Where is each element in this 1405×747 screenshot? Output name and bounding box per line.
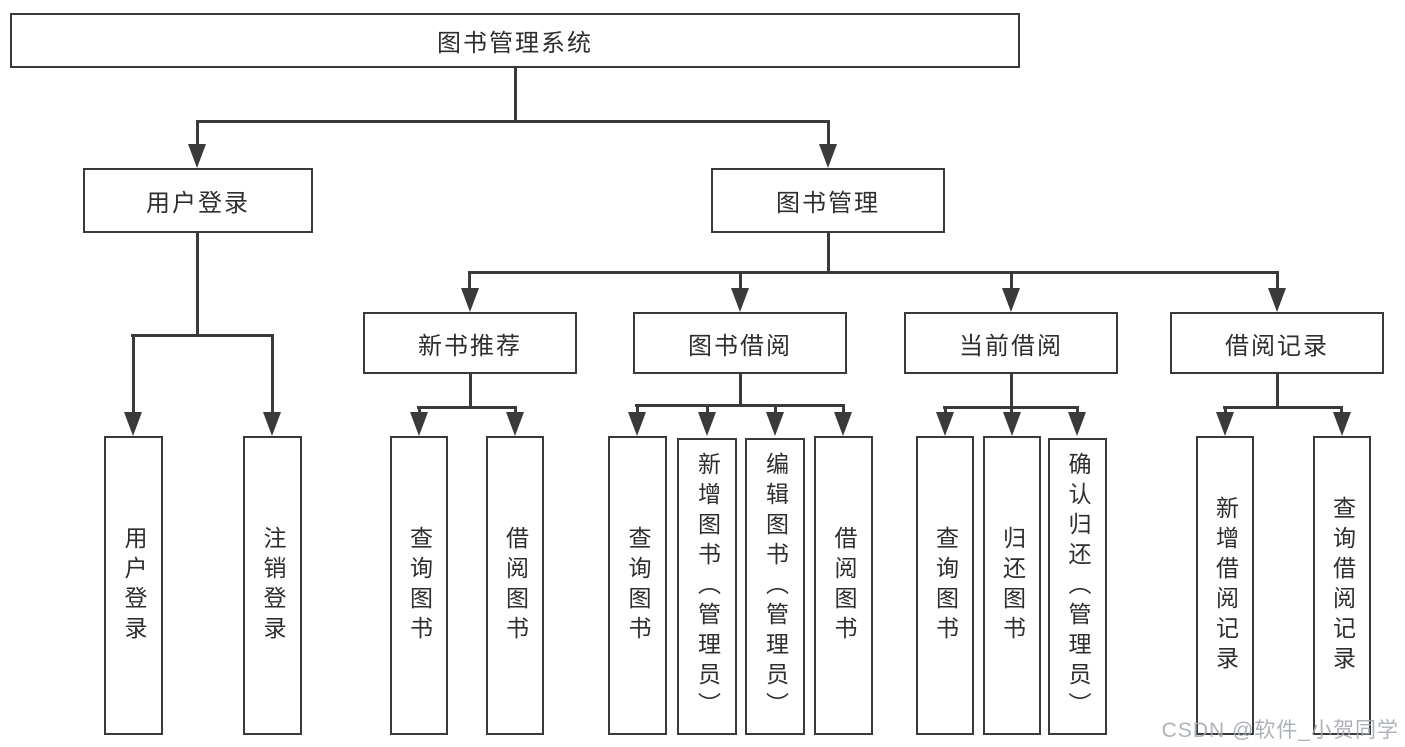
leaf-borrow-books: 借阅图书	[486, 436, 544, 735]
arrow-down-icon	[698, 412, 716, 436]
node-current-borrowing: 当前借阅	[904, 312, 1118, 374]
node-user-login: 用户登录	[83, 168, 313, 233]
arrow-down-icon	[731, 288, 749, 312]
node-label: 图书管理	[776, 190, 880, 217]
connector-book-management-vertical	[827, 233, 830, 274]
arrow-down-icon	[461, 288, 479, 312]
node-label: 当前借阅	[959, 332, 1063, 360]
connector-book-borrow-horizontal	[635, 404, 845, 407]
leaf-query-books: 查询图书	[916, 436, 974, 735]
connector-shaft-leaf	[514, 406, 517, 415]
arrow-down-icon	[766, 412, 784, 436]
arrow-down-icon	[936, 412, 954, 436]
connector-shaft-leaf	[418, 406, 421, 415]
arrow-down-icon	[628, 412, 646, 436]
connector-shaft-leaf	[1076, 406, 1079, 415]
arrow-down-icon	[506, 412, 524, 436]
arrow-down-icon	[1068, 412, 1086, 436]
connector-new-book-vertical	[469, 374, 472, 409]
leaf-logout: 注销登录	[243, 436, 302, 735]
node-book-borrowing: 图书借阅	[633, 312, 847, 374]
connector-shaft-borrow-records	[1276, 271, 1279, 290]
connector-root-horizontal	[196, 120, 830, 123]
leaf-confirm-return-admin: 确认归还（管理员）	[1048, 438, 1107, 735]
arrow-down-icon	[410, 412, 428, 436]
connector-shaft-leaf	[944, 406, 947, 415]
connector-shaft-leaf	[706, 404, 709, 415]
leaf-return-books: 归还图书	[983, 436, 1041, 735]
connector-shaft-leaf	[842, 404, 845, 415]
leaf-query-borrow-record: 查询借阅记录	[1313, 436, 1371, 735]
leaf-user-login: 用户登录	[104, 436, 163, 735]
connector-shaft-current-borrow	[1010, 271, 1013, 290]
connector-shaft-leaf	[1224, 406, 1227, 415]
arrow-down-icon	[1003, 412, 1021, 436]
connector-shaft-leaf	[1010, 406, 1013, 415]
connector-shaft-leaf	[636, 404, 639, 415]
connector-borrow-records-vertical	[1276, 374, 1279, 409]
connector-shaft-book-management	[827, 120, 830, 146]
leaf-add-borrow-record: 新增借阅记录	[1196, 436, 1254, 735]
arrow-down-icon	[188, 144, 206, 168]
connector-borrow-records-horizontal	[1223, 406, 1343, 409]
connector-shaft-leaf	[271, 334, 274, 414]
connector-shaft-leaf	[774, 404, 777, 415]
arrow-down-icon	[834, 412, 852, 436]
leaf-query-books: 查询图书	[608, 436, 667, 735]
connector-book-borrow-vertical	[739, 374, 742, 407]
arrow-down-icon	[263, 412, 281, 436]
leaf-add-books-admin: 新增图书（管理员）	[677, 438, 737, 735]
connector-root-vertical	[514, 68, 517, 122]
connector-shaft-new-book	[468, 271, 471, 290]
connector-book-management-horizontal	[468, 271, 1279, 274]
arrow-down-icon	[1216, 412, 1234, 436]
node-label: 图书管理系统	[437, 30, 593, 57]
leaf-borrow-books: 借阅图书	[814, 436, 873, 735]
connector-shaft-leaf	[1340, 406, 1343, 415]
arrow-down-icon	[124, 412, 142, 436]
node-label: 新书推荐	[418, 332, 522, 360]
connector-user-login-horizontal	[131, 334, 274, 337]
node-label: 图书借阅	[688, 332, 792, 360]
node-label: 借阅记录	[1225, 332, 1329, 360]
watermark: CSDN @软件_小贺同学	[1161, 719, 1399, 742]
connector-new-book-horizontal	[417, 406, 517, 409]
node-borrowing-records: 借阅记录	[1170, 312, 1384, 374]
leaf-query-books: 查询图书	[390, 436, 448, 735]
leaf-edit-books-admin: 编辑图书（管理员）	[745, 438, 805, 735]
connector-shaft-book-borrow	[739, 271, 742, 290]
arrow-down-icon	[1333, 412, 1351, 436]
connector-current-borrow-vertical	[1010, 374, 1013, 409]
connector-shaft-user-login	[196, 120, 199, 146]
arrow-down-icon	[819, 144, 837, 168]
node-library-management-system: 图书管理系统	[10, 13, 1020, 68]
connector-user-login-vertical	[196, 233, 199, 337]
node-book-management: 图书管理	[711, 168, 945, 233]
arrow-down-icon	[1002, 288, 1020, 312]
node-new-book-recommendation: 新书推荐	[363, 312, 577, 374]
node-label: 用户登录	[146, 190, 250, 217]
arrow-down-icon	[1268, 288, 1286, 312]
connector-shaft-leaf	[132, 334, 135, 414]
